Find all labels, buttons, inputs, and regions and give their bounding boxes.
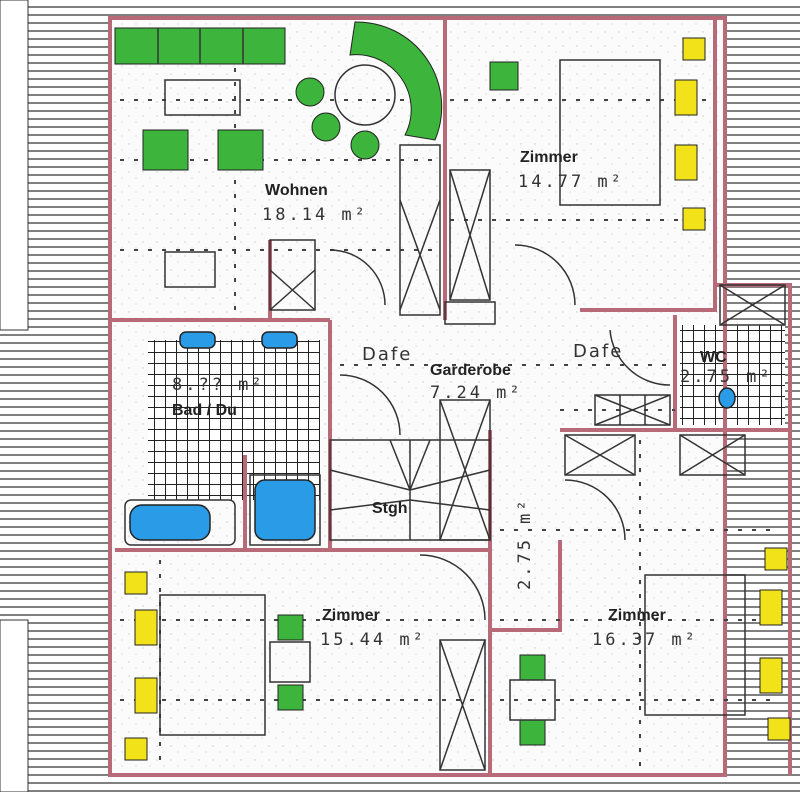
room-area-corridor: 2.75 m² [515, 497, 535, 590]
room-name-stgh: Stgh [372, 500, 408, 517]
room-area-zimmer-top: 14.77 m² [518, 172, 624, 192]
room-name-bad: Bad / Du [172, 402, 237, 419]
room-area-wc: 2.75 m² [680, 367, 773, 387]
room-name-zimmer-top: Zimmer [520, 149, 578, 166]
room-name-garderobe: Garderobe [430, 362, 511, 379]
room-area-zimmer-bl: 15.44 m² [320, 630, 426, 650]
label-dafe-right: Dafe [573, 341, 623, 362]
bath-tiles [148, 340, 320, 500]
windows [124, 37, 791, 761]
room-name-wc: WC [700, 349, 727, 366]
room-name-zimmer-br: Zimmer [608, 607, 666, 624]
room-area-bad: 8.?? m² [172, 375, 265, 395]
sanitary [124, 331, 736, 546]
room-name-wohnen: Wohnen [265, 182, 328, 199]
label-dafe-left: Dafe [362, 344, 412, 365]
room-area-zimmer-br: 16.37 m² [592, 630, 698, 650]
fixtures [269, 144, 786, 771]
furniture [114, 21, 746, 746]
wc-tiles [680, 325, 785, 425]
ceiling-lines [120, 40, 780, 770]
room-name-zimmer-bl: Zimmer [322, 607, 380, 624]
room-area-garderobe: 7.24 m² [430, 383, 523, 403]
room-area-wohnen: 18.14 m² [262, 205, 368, 225]
